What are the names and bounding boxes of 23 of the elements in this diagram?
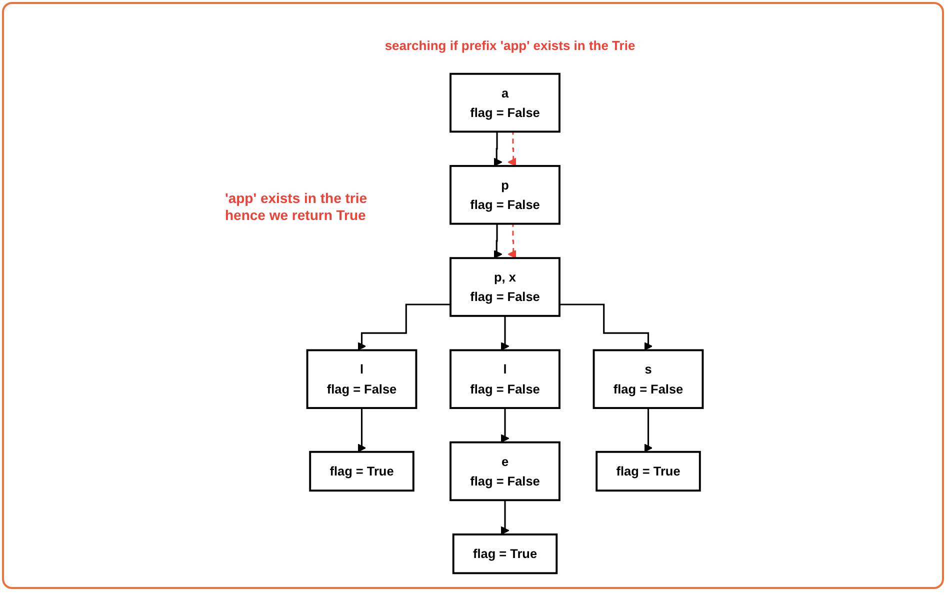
node-box: a flag = False (450, 72, 560, 133)
arrow (500, 407, 510, 443)
arrow (508, 130, 516, 166)
arrow (494, 223, 502, 259)
arrow (494, 130, 502, 166)
node-box: s flag = False (592, 349, 704, 409)
node-box: flag = True (452, 533, 558, 574)
arrow (559, 304, 653, 351)
node-box: p flag = False (450, 164, 560, 225)
node-box: flag = True (309, 450, 414, 492)
node-box: l flag = False (306, 349, 418, 409)
node-box: flag = True (596, 450, 701, 492)
arrow (357, 304, 451, 351)
arrow (508, 223, 516, 259)
arrow (357, 407, 366, 452)
node-box: e flag = False (450, 441, 560, 502)
node-box: p, x flag = False (450, 257, 560, 317)
diagram-title: searching if prefix 'app' exists in the Trie (384, 38, 636, 53)
arrow (500, 499, 510, 535)
annotation-note: 'app' exists in the trie hence we return True (225, 190, 368, 224)
node-box: l flag = False (450, 349, 560, 409)
arrow (500, 315, 510, 351)
arrow (644, 407, 653, 452)
